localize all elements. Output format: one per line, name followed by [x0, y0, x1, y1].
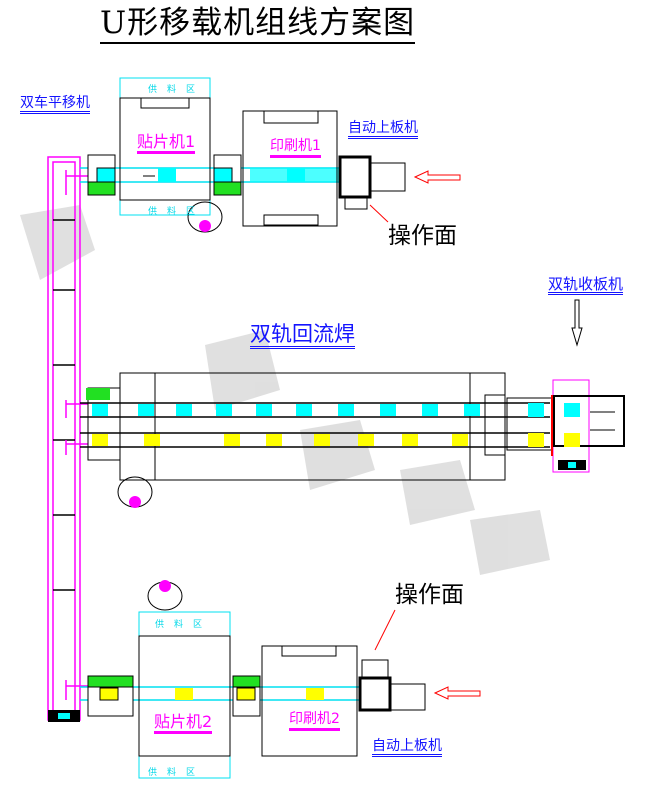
transfer-unit — [87, 675, 261, 717]
label-loader-bottom: 自动上板机 — [372, 738, 442, 757]
label-smt1: 贴片机1 — [137, 133, 196, 154]
input-arrow-top — [413, 170, 461, 184]
dual-rail-unloader — [506, 379, 625, 473]
auto-loader-top — [338, 155, 406, 210]
down-arrow — [571, 299, 583, 347]
label-supply-area: 供料区 — [155, 620, 213, 630]
label-printer2: 印刷机2 — [289, 710, 340, 731]
label-operation-top: 操作面 — [388, 223, 457, 249]
transfer-unit — [87, 154, 242, 196]
reflow-boards — [92, 404, 480, 446]
input-arrow-bottom — [433, 686, 481, 700]
page-title: U形移载机组线方案图 — [100, 4, 416, 44]
auto-loader-bottom — [358, 659, 426, 712]
operator-icon — [187, 201, 223, 233]
label-reflow: 双轨回流焊 — [250, 322, 355, 349]
label-supply-area: 供料区 — [148, 85, 206, 95]
double-shuttle-machine — [47, 156, 90, 721]
reflow-oven — [80, 372, 550, 481]
smt-machine-2 — [138, 611, 231, 779]
printer-2 — [261, 645, 358, 757]
label-printer1: 印刷机1 — [270, 137, 321, 158]
printer-1 — [242, 110, 338, 227]
label-operation-bottom: 操作面 — [395, 582, 464, 608]
label-smt2: 贴片机2 — [154, 713, 213, 734]
operator-icon — [147, 580, 183, 611]
label-supply-area: 供料区 — [148, 207, 206, 217]
smt-machine-1 — [119, 77, 211, 216]
label-loader-top: 自动上板机 — [348, 120, 418, 139]
watermark — [20, 205, 550, 575]
label-supply-area: 供料区 — [148, 768, 206, 778]
operator-icon — [117, 476, 153, 508]
label-shuttle: 双车平移机 — [20, 95, 90, 114]
label-unloader: 双轨收板机 — [548, 275, 624, 295]
